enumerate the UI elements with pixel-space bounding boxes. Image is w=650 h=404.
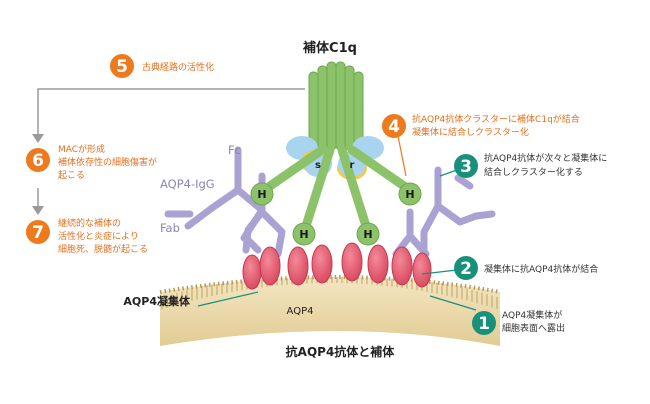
heavy-chain-label: H — [257, 188, 266, 201]
step-7-badge — [26, 220, 50, 244]
step-6-badge — [26, 148, 50, 172]
step-5-line-1: 古典経路の活性化 — [142, 61, 214, 73]
step-4-line-2: 凝集体に結合しクラスター化 — [412, 126, 529, 138]
step-5-badge — [110, 54, 134, 78]
heavy-chain-label: H — [363, 228, 372, 241]
callout-lines — [197, 135, 477, 311]
step-6-line-1: MACが形成 — [58, 143, 105, 155]
step-4: 4 抗AQP4抗体クラスターに補体C1qが結合 凝集体に結合しクラスター化 — [382, 113, 580, 138]
step-6-line-2: 補体依存性の細胞傷害が — [58, 156, 157, 168]
c1q-complex — [250, 61, 422, 246]
subunit-s-label: s — [315, 160, 321, 171]
heavy-chain-label: H — [299, 228, 308, 241]
antibody-group — [164, 146, 496, 258]
step-6: 6 MACが形成 補体依存性の細胞傷害が 起こる — [26, 143, 157, 181]
step-1-badge — [472, 311, 496, 335]
subunit-r-label: r — [350, 160, 355, 171]
label-aqp4-igg: AQP4-IgG — [160, 177, 215, 191]
arrow-heads — [32, 134, 44, 215]
step-3-badge — [454, 154, 478, 178]
step-1-line-2: 細胞表面へ露出 — [502, 322, 565, 334]
step-1-line-1: AQP4凝集体が — [502, 309, 562, 321]
label-fc: Fc — [228, 143, 241, 157]
step-7-line-2: 活性化と炎症により — [58, 230, 139, 242]
step-7-number: 7 — [32, 223, 44, 243]
aqp4-aggregate — [242, 242, 432, 290]
step-5-number: 5 — [116, 57, 128, 77]
step-3-line-1: 抗AQP4抗体が次々と凝集体に — [484, 152, 607, 164]
step-1: 1 AQP4凝集体が 細胞表面へ露出 — [472, 309, 565, 335]
heavy-chain-label: H — [405, 188, 414, 201]
step-3-line-2: 結合しクラスター化する — [484, 166, 583, 178]
step-1-number: 1 — [478, 314, 490, 334]
step-3-number: 3 — [460, 157, 472, 177]
step-4-badge — [382, 114, 406, 138]
pathway-arrows — [37, 88, 305, 208]
step-3: 3 抗AQP4抗体が次々と凝集体に 結合しクラスター化する — [454, 152, 607, 178]
diagram-caption: 抗AQP4抗体と補体 — [286, 344, 396, 359]
arrow-5-to-6 — [37, 88, 305, 137]
step-2-badge — [454, 256, 478, 280]
cell-membrane — [159, 275, 501, 346]
label-fab: Fab — [160, 221, 180, 235]
step-6-line-3: 起こる — [58, 170, 85, 181]
step-5: 5 古典経路の活性化 — [110, 54, 214, 78]
step-2: 2 凝集体に抗AQP4抗体が結合 — [454, 256, 598, 280]
step-6-number: 6 — [32, 151, 44, 171]
label-aqp4: AQP4 — [287, 306, 314, 317]
label-aqp4-aggregate: AQP4凝集体 — [123, 294, 191, 308]
step-7-line-3: 細胞死、脱髄が起こる — [58, 243, 148, 255]
step-2-number: 2 — [460, 259, 472, 279]
step-2-line-1: 凝集体に抗AQP4抗体が結合 — [484, 263, 598, 275]
step-7-line-1: 継続的な補体の — [58, 217, 121, 229]
step-4-number: 4 — [388, 117, 400, 137]
step-4-line-1: 抗AQP4抗体クラスターに補体C1qが結合 — [412, 113, 580, 125]
diagram-title: 補体C1q — [302, 40, 357, 56]
step-7: 7 継続的な補体の 活性化と炎症により 細胞死、脱髄が起こる — [26, 217, 148, 255]
